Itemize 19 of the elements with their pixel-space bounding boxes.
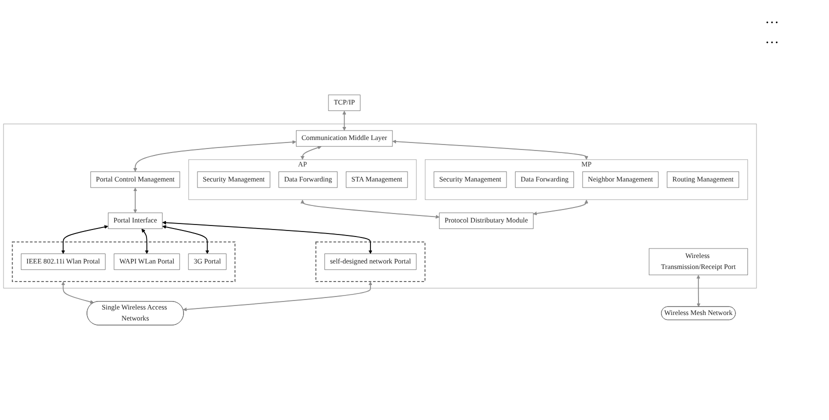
arrow (142, 228, 149, 254)
arrow (300, 200, 440, 219)
arrow (162, 225, 210, 254)
arrow (133, 188, 138, 214)
arrow (533, 200, 588, 216)
arrow (696, 274, 700, 307)
arrow (182, 282, 372, 312)
cluster (315, 241, 426, 282)
arrow (133, 140, 296, 172)
arrow (342, 110, 346, 131)
arrow (300, 146, 322, 160)
ellipsis-label: … (765, 12, 780, 28)
arrow (61, 282, 94, 304)
cluster (12, 241, 236, 282)
arrow (392, 140, 588, 160)
arrow (61, 225, 108, 254)
ellipsis-label: … (765, 32, 780, 48)
arrow (162, 220, 372, 254)
cluster (3, 124, 757, 288)
